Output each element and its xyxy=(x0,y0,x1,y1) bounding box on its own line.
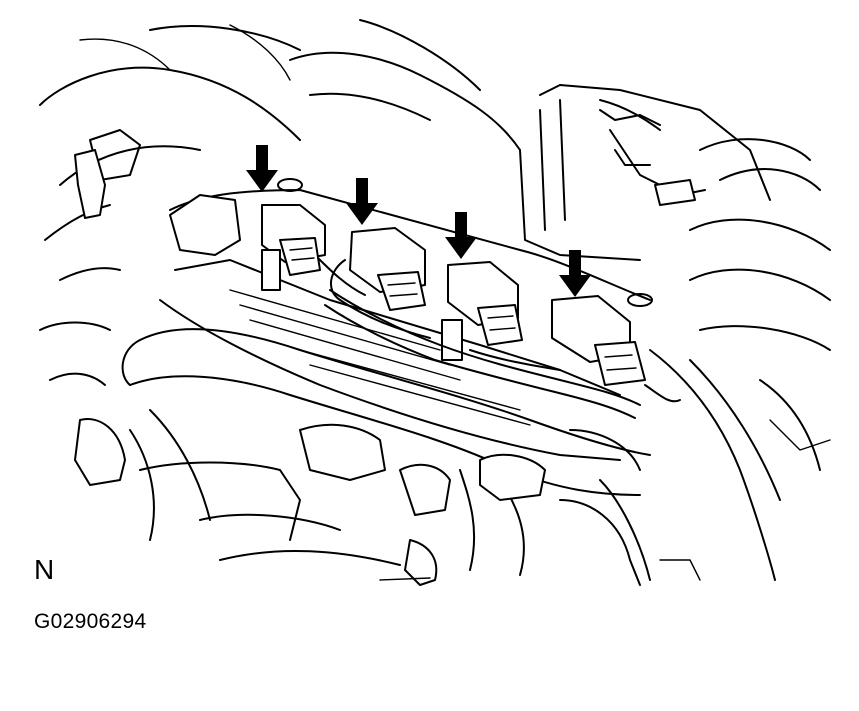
orientation-label: N xyxy=(34,554,55,585)
callout-arrow-1 xyxy=(246,145,278,192)
callout-arrow-2 xyxy=(346,178,378,225)
valve-cover xyxy=(159,178,653,461)
ignition-coil-1 xyxy=(261,204,366,296)
air-hose xyxy=(121,328,651,576)
engine-lower-block xyxy=(139,423,701,586)
engine-bay-background xyxy=(39,19,831,581)
ignition-coil-4 xyxy=(551,295,681,403)
figure-code: G02906294 xyxy=(34,610,147,633)
ignition-coil-3 xyxy=(441,261,561,371)
callout-arrow-4 xyxy=(559,250,591,297)
wire-harness xyxy=(324,289,641,419)
callout-arrow-3 xyxy=(445,212,477,259)
callout-arrows xyxy=(246,145,591,297)
ignition-coil-2 xyxy=(330,227,431,339)
